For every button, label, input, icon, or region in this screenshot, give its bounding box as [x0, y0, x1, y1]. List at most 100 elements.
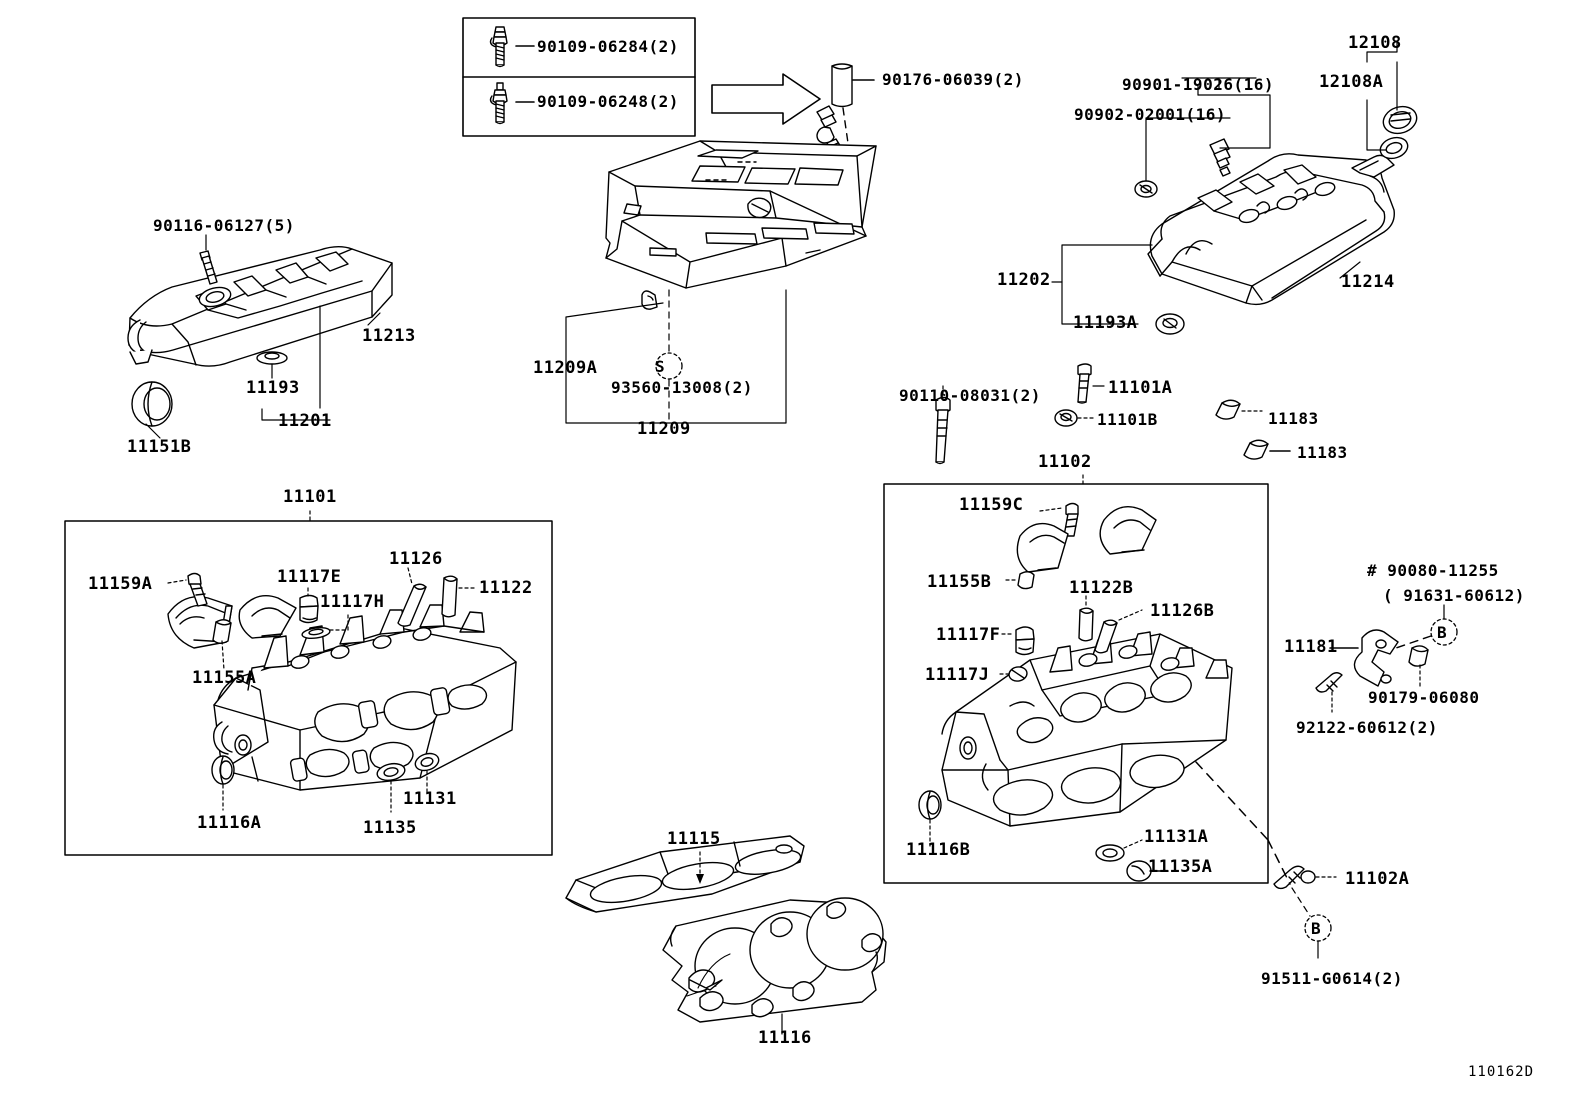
label-11155B: 11155B: [927, 572, 992, 592]
pin-11126B: [1095, 610, 1142, 653]
seal-11135: [376, 761, 407, 812]
cam-bearing-cap-11159C: [1017, 524, 1068, 572]
dowel-11155B: [1006, 572, 1034, 589]
label-11193A: 11193A: [1073, 313, 1138, 333]
label-11122B: 11122B: [1069, 578, 1134, 598]
label-11116: 11116: [758, 1028, 812, 1048]
marker-S-letter: S: [655, 357, 666, 376]
ignition-coil-icon: [1210, 139, 1230, 176]
label-11209A: 11209A: [533, 358, 598, 378]
label-90109-06248: 90109-06248(2): [537, 92, 679, 111]
leader-11209: [566, 290, 786, 423]
label-11116B: 11116B: [906, 840, 971, 860]
cylinder-head-left-drawing: [214, 605, 516, 790]
callout-box-studs: [463, 18, 695, 136]
label-90110-08031: 90110-08031(2): [899, 386, 1041, 405]
label-11181: 11181: [1284, 637, 1338, 657]
label-11126: 11126: [389, 549, 443, 569]
bracket-11181: [1330, 630, 1398, 686]
label-93560-13008: 93560-13008(2): [611, 378, 753, 397]
label-11131A: 11131A: [1144, 827, 1209, 847]
grommet-90179-06080: [1409, 646, 1428, 688]
marker-B-letter-2: B: [1311, 919, 1322, 938]
bolt-11159C: [1040, 504, 1078, 537]
label-11159C: 11159C: [959, 495, 1024, 515]
label-90901-19026: 90901-19026(16): [1122, 75, 1274, 94]
pin-11122B: [1079, 596, 1093, 641]
box-11101: [65, 521, 552, 855]
label-11101B: 11101B: [1097, 410, 1158, 429]
bolt-90110-08031: [936, 384, 950, 464]
seal-11135A: [1127, 861, 1168, 881]
label-11151B: 11151B: [127, 437, 192, 457]
label-90116-06127: 90116-06127(5): [153, 216, 295, 235]
label-11214: 11214: [1341, 272, 1395, 292]
shim-11117H: [301, 612, 348, 640]
label-90080-11255: # 90080-11255: [1367, 561, 1499, 580]
label-11115: 11115: [667, 829, 721, 849]
washer-11101B: [1055, 410, 1094, 426]
dowel-11155A: [213, 620, 231, 670]
label-11102: 11102: [1038, 452, 1092, 472]
label-11126B: 11126B: [1150, 601, 1215, 621]
label-11117J: 11117J: [925, 665, 990, 685]
head-gasket-11116: [663, 898, 886, 1034]
label-11122: 11122: [479, 578, 533, 598]
valve-stem-seal-11117F: [1002, 627, 1034, 655]
cylinder-head-right-drawing: [942, 632, 1232, 826]
label-11201: 11201: [278, 411, 332, 431]
label-11213: 11213: [362, 326, 416, 346]
cylinder-head-cover-left: [128, 235, 392, 366]
label-11101: 11101: [283, 487, 337, 507]
leader-90901: [1198, 95, 1270, 148]
assembly-arrow-icon: [712, 74, 820, 124]
label-11193: 11193: [246, 378, 300, 398]
label-11117H: 11117H: [320, 592, 385, 612]
label-11117E: 11117E: [277, 567, 342, 587]
washer-90902: [1135, 181, 1157, 197]
diagram-id: 110162D: [1468, 1064, 1535, 1080]
valve-stem-seal-11117E: [300, 588, 318, 623]
seal-washer-11193: [257, 352, 287, 378]
stud-bolt-icon-2: [491, 83, 508, 124]
label-90109-06284: 90109-06284(2): [537, 37, 679, 56]
label-91511-G0614: 91511-G0614(2): [1261, 969, 1403, 988]
label-11101A: 11101A: [1108, 378, 1173, 398]
label-12108A: 12108A: [1319, 72, 1384, 92]
intake-gasket-11115: [566, 836, 804, 912]
marker-B-letter-1: B: [1437, 623, 1448, 642]
bolt-11102A: [1274, 866, 1336, 888]
oil-seal-11151B: [132, 382, 172, 438]
marker-S: [656, 353, 682, 379]
seal-washer-11193A: [1156, 314, 1184, 334]
bolt-11159A-icon: [168, 574, 207, 607]
pin-11126: [398, 568, 426, 626]
label-11183-b: 11183: [1297, 443, 1348, 462]
box-11102: [884, 484, 1268, 883]
seal-11131A: [1096, 840, 1142, 861]
stud-bolt-icon-1: [491, 27, 508, 67]
plug-11183-b: [1244, 440, 1290, 459]
label-11159A: 11159A: [88, 574, 153, 594]
oil-seal-11116B: [919, 791, 941, 846]
label-92122-60612: 92122-60612(2): [1296, 718, 1438, 737]
label-90902-02001: 90902-02001(16): [1074, 105, 1226, 124]
bolt-90116: [200, 251, 217, 284]
label-12108: 12108: [1348, 33, 1402, 53]
leader-90902: [1146, 118, 1230, 181]
cylinder-head-cover-right: [1148, 102, 1420, 304]
label-11202: 11202: [997, 270, 1051, 290]
pin-11122: [442, 576, 476, 617]
cam-bearing-cap-2r: [1100, 507, 1156, 554]
label-11102A: 11102A: [1345, 869, 1410, 889]
bolt-11101A: [1078, 364, 1104, 403]
label-11116A: 11116A: [197, 813, 262, 833]
label-11135A: 11135A: [1148, 857, 1213, 877]
intake-insulator-plate: [606, 141, 876, 288]
label-11209: 11209: [637, 419, 691, 439]
label-90179-06080: 90179-06080: [1368, 688, 1480, 707]
shim-11117J: [1000, 666, 1028, 683]
label-11131: 11131: [403, 789, 457, 809]
